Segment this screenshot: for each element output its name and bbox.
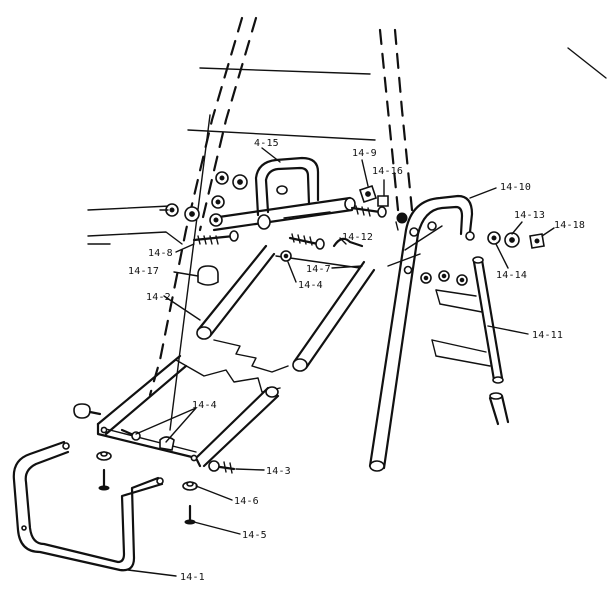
label-14-4-bottom: 14-4 xyxy=(192,400,217,411)
bolt-14-8 xyxy=(192,230,239,245)
clip-14-17 xyxy=(197,265,219,286)
label-14-11: 14-11 xyxy=(532,330,563,341)
label-14-3: 14-3 xyxy=(266,466,291,477)
bolts-14-12-14-9 xyxy=(288,184,408,250)
nut-14-4-top xyxy=(280,250,292,262)
leader-lines xyxy=(127,147,555,577)
label-4-15: 4-15 xyxy=(254,138,279,149)
label-14-13: 14-13 xyxy=(514,210,545,221)
label-14-12: 14-12 xyxy=(342,232,373,243)
base-frame-14-1 xyxy=(12,440,164,572)
top-crossbar xyxy=(210,196,356,232)
bolts-14-4-lower xyxy=(73,403,175,451)
label-14-17: 14-17 xyxy=(128,266,159,277)
label-14-7: 14-7 xyxy=(306,264,331,275)
label-14-10: 14-10 xyxy=(500,182,531,193)
frame-legs xyxy=(148,16,607,431)
callout-labels: 4-15 14-9 14-16 14-10 14-13 14-18 14-12 … xyxy=(128,138,585,583)
slide-deck-edge xyxy=(87,205,183,245)
label-14-1: 14-1 xyxy=(180,572,205,583)
hardware-right xyxy=(420,231,545,286)
slide-rails-14-2 xyxy=(196,244,376,373)
handle-14-15 xyxy=(254,156,320,217)
label-14-18: 14-18 xyxy=(554,220,585,231)
label-14-6: 14-6 xyxy=(234,496,259,507)
ladder-14-11 xyxy=(431,256,510,426)
bolt-14-3 xyxy=(208,460,236,474)
label-14-14: 14-14 xyxy=(496,270,527,281)
label-14-9: 14-9 xyxy=(352,148,377,159)
label-14-8: 14-8 xyxy=(148,248,173,259)
hardware-14-6-14-5 xyxy=(96,451,198,525)
handle-14-10 xyxy=(368,194,475,472)
label-14-16: 14-16 xyxy=(372,166,403,177)
slide-bottom xyxy=(96,354,281,468)
label-14-4-top: 14-4 xyxy=(298,280,323,291)
hardware-left xyxy=(159,171,248,227)
label-14-5: 14-5 xyxy=(242,530,267,541)
label-14-2: 14-2 xyxy=(146,292,171,303)
